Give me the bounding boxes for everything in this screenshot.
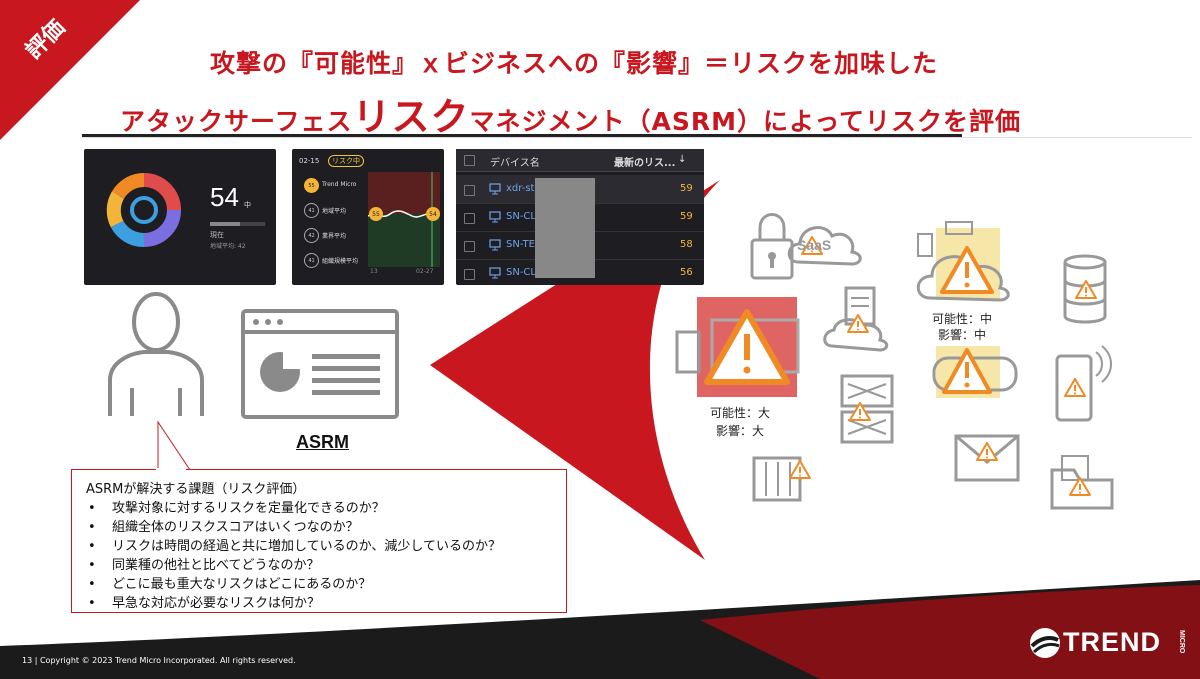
callout-bullet: •早急な対応が必要なリスクは何か？ (88, 596, 321, 611)
trend-axis-end: 02-27 (416, 268, 434, 275)
device-table-header (456, 149, 704, 172)
mid-impact-label: 影響：中 (938, 328, 987, 342)
trend-marker-start: 55 (369, 207, 383, 221)
title-line2-prefix: アタックサーフェス (120, 107, 353, 136)
title-underline (82, 134, 962, 137)
monitor-icon (489, 267, 501, 279)
monitor-icon (489, 211, 501, 223)
monitor-icon (489, 183, 501, 195)
callout-bullet: •同業種の他社と比べてどうなのか？ (88, 558, 320, 573)
trend-marker-end: 54 (426, 207, 440, 221)
attack-surface-icons (675, 213, 1114, 510)
copyright-footer: 13 | Copyright © 2023 Trend Micro Incorp… (22, 656, 296, 665)
callout-bullet: •組織全体のリスクスコアはいくつなのか？ (88, 520, 359, 535)
trend-chart-area (368, 172, 440, 267)
trend-date: 02-15 (299, 157, 320, 165)
trend-row-label: Trend Micro (322, 181, 357, 188)
device-risk-score: 56 (680, 267, 693, 278)
high-possibility-label: 可能性：大 (710, 406, 771, 420)
corner-tag (0, 0, 140, 140)
select-all-checkbox[interactable] (464, 155, 475, 166)
trend-row-label: 地域平均 (322, 208, 347, 215)
trend-row-score: 42 (304, 228, 319, 243)
redacted-device-names (535, 178, 595, 278)
column-device-name[interactable]: デバイス名 (490, 158, 540, 169)
device-name[interactable]: SN-CL (506, 211, 536, 222)
trend-row-score: 41 (304, 253, 319, 268)
brand-submark: MICRO (1178, 630, 1185, 654)
callout-bullet: •どこに最も重大なリスクはどこにあるのか？ (88, 577, 372, 592)
callout-title: ASRMが解決する課題（リスク評価） (86, 482, 306, 497)
trend-axis-start: 13 (370, 268, 378, 275)
device-name[interactable]: SN-CL (506, 267, 536, 278)
score-now-label: 現在 (210, 231, 224, 239)
saas-label: SaaS (797, 237, 832, 253)
callout-pointer-gap (156, 468, 186, 471)
callout-bullet: •リスクは時間の経過と共に増加しているのか、減少しているのか？ (88, 539, 501, 554)
row-checkbox[interactable] (464, 269, 475, 280)
slide-title-line2: アタックサーフェスリスクマネジメント（ASRM）によってリスクを評価 (120, 86, 1021, 141)
callout-bullet: •攻撃対象に対するリスクを定量化できるのか？ (88, 501, 385, 516)
risk-donut-chart (106, 172, 181, 247)
trend-row-label: 組織規模平均 (322, 258, 359, 265)
high-impact-label: 影響：大 (716, 424, 765, 438)
device-risk-score: 58 (680, 239, 693, 250)
trend-row-score: 55 (304, 178, 319, 193)
row-checkbox[interactable] (464, 185, 475, 196)
device-risk-score: 59 (680, 211, 693, 222)
trend-micro-logo-icon (1030, 628, 1060, 658)
asrm-challenges-callout (71, 469, 567, 613)
risk-score-unit: 中 (244, 201, 251, 209)
sort-desc-icon[interactable]: ↓ (678, 154, 687, 165)
device-risk-score: 59 (680, 183, 693, 194)
risk-score-value: 54 (210, 182, 239, 212)
row-checkbox[interactable] (464, 241, 475, 252)
asrm-label: ASRM (296, 432, 349, 452)
score-tick-bar (210, 222, 265, 226)
title-underline-thin (82, 137, 1192, 138)
brand-wordmark: TREND (1063, 627, 1161, 657)
slide-title-line1: 攻撃の『可能性』ｘビジネスへの『影響』＝リスクを加味した (210, 49, 939, 78)
title-line2-emphasis: リスク (352, 95, 470, 139)
trend-row-label: 業界平均 (322, 233, 347, 240)
row-checkbox[interactable] (464, 213, 475, 224)
title-line2-suffix: マネジメント（ASRM）によってリスクを評価 (469, 107, 1022, 136)
device-name[interactable]: xdr-st (506, 183, 535, 194)
user-person-icon (108, 292, 204, 416)
device-name[interactable]: SN-TE (506, 239, 535, 250)
trend-row-score: 41 (304, 203, 319, 218)
mid-possibility-label: 可能性：中 (932, 312, 993, 326)
risk-level-badge: リスク中 (328, 155, 364, 167)
score-avg-label: 地域平均: 42 (210, 243, 246, 250)
column-latest-risk[interactable]: 最新のリス... (614, 158, 676, 169)
asrm-dashboard-window-icon (241, 309, 399, 419)
callout-pointer (157, 420, 191, 471)
monitor-icon (489, 239, 501, 251)
